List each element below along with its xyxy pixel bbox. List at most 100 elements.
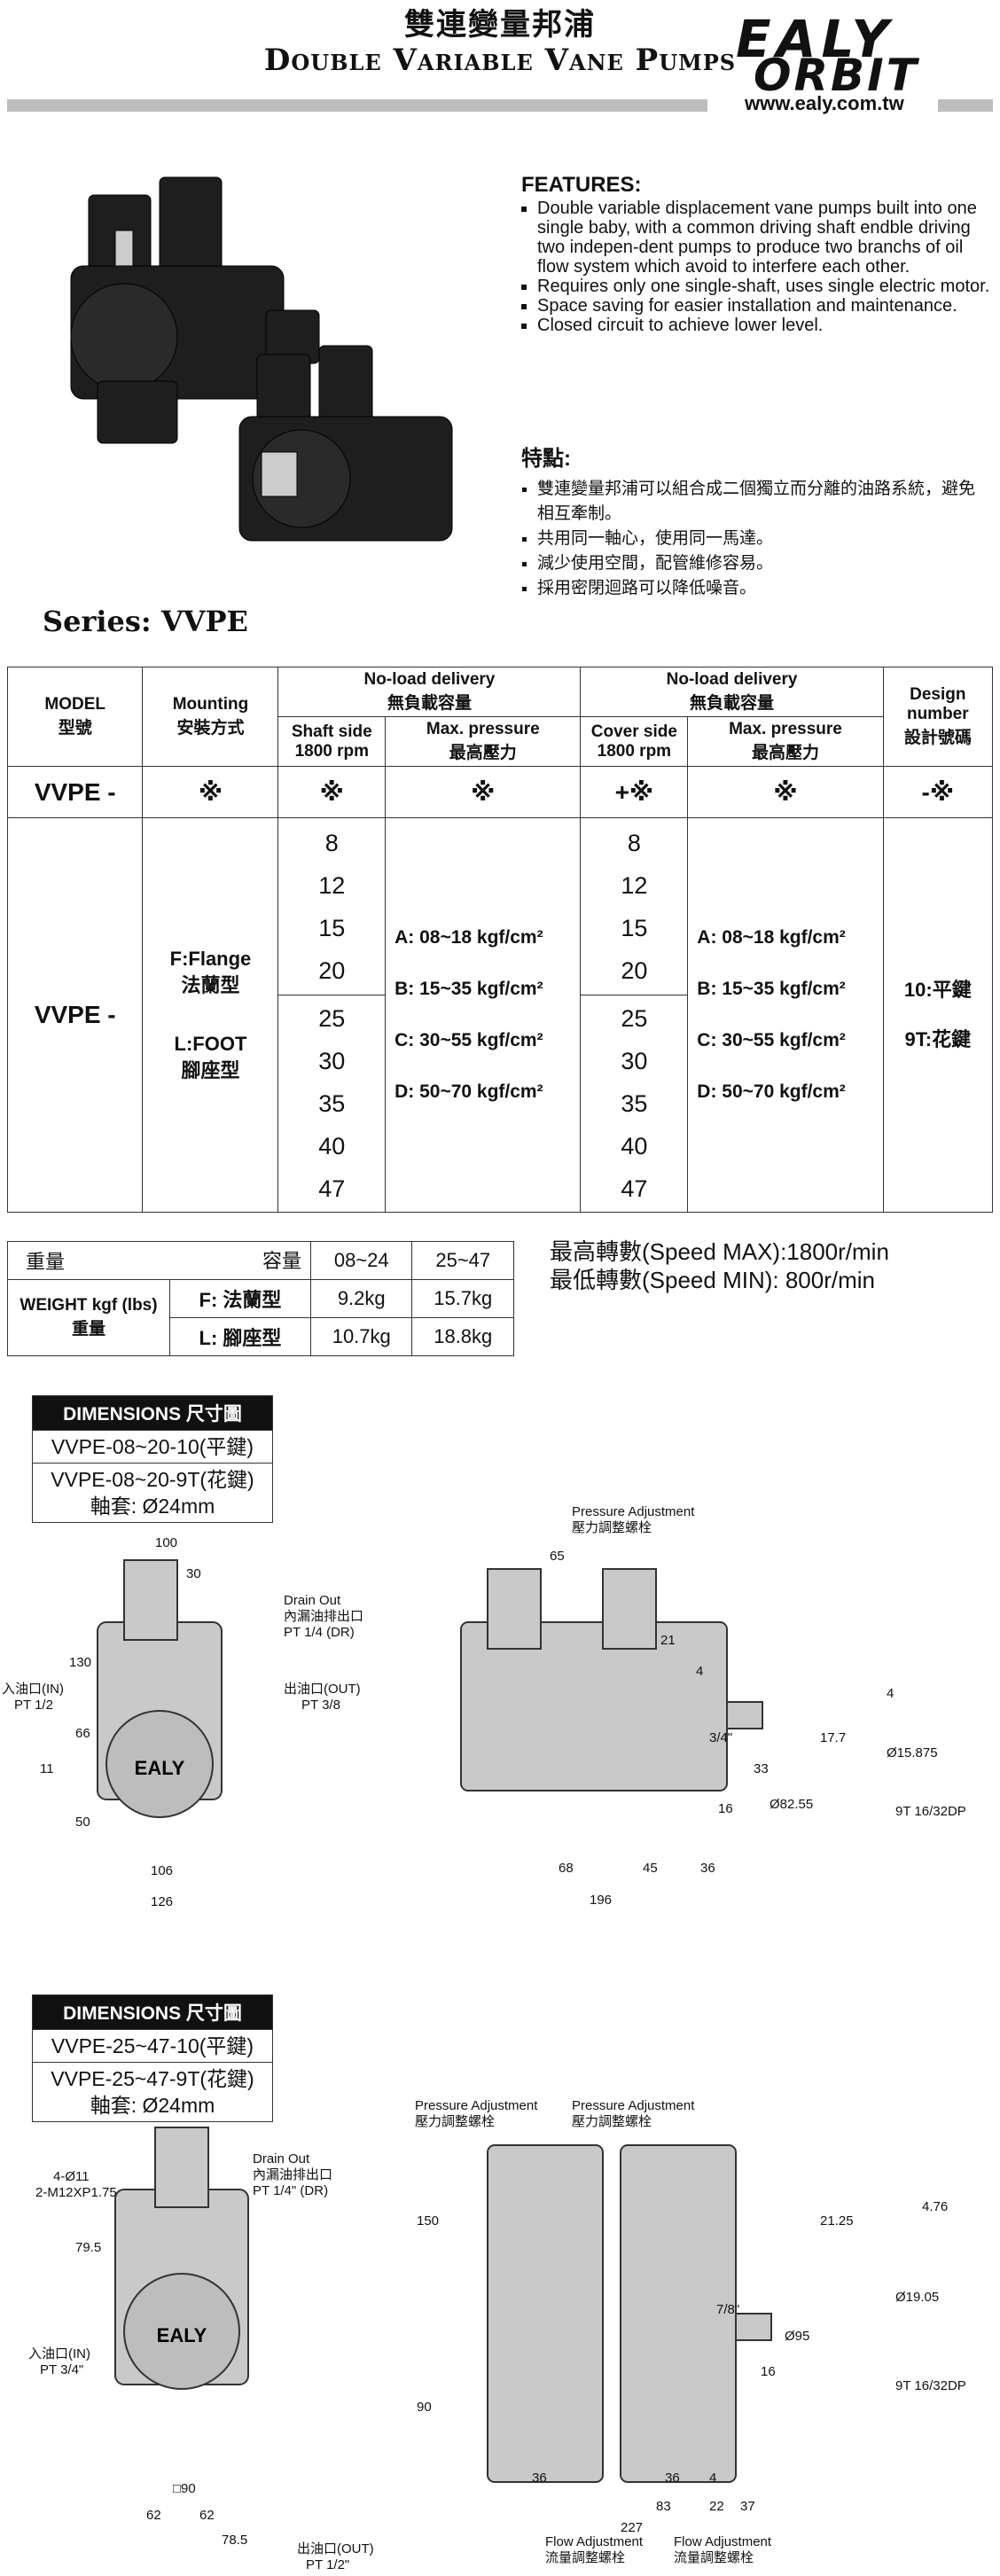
shaft-size: 25 xyxy=(318,1005,346,1032)
dim1-dim: 68 xyxy=(559,1861,574,1876)
design-10: 10:平鍵 xyxy=(903,979,972,1001)
dim2-holes: 4-Ø11 xyxy=(53,2169,90,2184)
dim1-dim: 17.7 xyxy=(820,1730,846,1745)
dim1-dim: 45 xyxy=(643,1861,658,1876)
dim2-dim: Ø95 xyxy=(785,2329,809,2344)
speed-min: 最低轉數(Speed MIN): 800r/min xyxy=(550,1267,875,1293)
code-cell: -※ xyxy=(882,766,994,818)
dim1-head: DIMENSIONS 尺寸圖 xyxy=(33,1396,272,1430)
product-photo xyxy=(70,176,453,542)
dim2-flow-adj: Flow Adjustment xyxy=(545,2534,644,2549)
dim2-pressure-adj-b: Pressure Adjustment xyxy=(572,2098,695,2113)
dim2-dim: 16 xyxy=(761,2364,776,2379)
dim1-dim: 65 xyxy=(550,1549,565,1564)
weight-zh: 重量 xyxy=(26,1251,66,1273)
cover-size: 12 xyxy=(621,871,648,899)
capacity-zh: 容量 xyxy=(262,1250,301,1272)
dim1-dim: 196 xyxy=(590,1893,612,1908)
col-rpm-2: 1800 rpm xyxy=(597,741,672,761)
dim2-brand: EALY xyxy=(157,2324,207,2346)
design-9t: 9T:花鍵 xyxy=(904,1028,972,1050)
dim1-dim: 4 xyxy=(887,1686,894,1701)
cover-size: 20 xyxy=(621,956,648,984)
pressure-range: D: 50~70 kgf/cm² xyxy=(395,1081,543,1102)
dim1-dim: 30 xyxy=(186,1566,201,1581)
code-cell: +※ xyxy=(580,766,689,818)
col-noload-2-zh: 無負載容量 xyxy=(690,694,775,713)
dim2-pressure-adj-zh-b: 壓力調整螺栓 xyxy=(572,2114,652,2129)
dim2-inlet: 入油口(IN) xyxy=(28,2346,90,2361)
weight-value: 18.8kg xyxy=(411,1317,514,1356)
col-maxp-1-zh: 最高壓力 xyxy=(449,744,517,762)
dim2-head: DIMENSIONS 尺寸圖 xyxy=(33,1995,272,2029)
col-noload-2: No-load delivery xyxy=(666,670,798,689)
code-cell: ※ xyxy=(385,766,582,818)
mount-flange: F:Flange xyxy=(169,948,252,970)
features-heading: FEATURES: xyxy=(521,173,642,197)
col-shaft-side: Shaft side xyxy=(291,722,372,741)
cover-size: 15 xyxy=(621,914,648,941)
dim1-pressure-adj-zh: 壓力調整螺栓 xyxy=(572,1520,652,1535)
feature-item: Space saving for easier installation and… xyxy=(537,296,991,316)
cover-size: 47 xyxy=(621,1175,648,1202)
dim1-dim: Ø82.55 xyxy=(770,1797,813,1812)
dim1-dim: 50 xyxy=(75,1815,90,1830)
shaft-size: 30 xyxy=(318,1048,346,1074)
dim1-dim: 126 xyxy=(151,1894,173,1909)
pressure-range: A: 08~18 kgf/cm² xyxy=(395,927,543,948)
dim2-flow-adj-b: Flow Adjustment xyxy=(674,2534,772,2549)
dim2-dim: 4 xyxy=(709,2471,716,2486)
dim1-dim: 16 xyxy=(718,1801,733,1816)
mount-flange-zh: 法蘭型 xyxy=(181,974,240,996)
code-cell: ※ xyxy=(687,766,884,818)
shaft-size: 40 xyxy=(318,1133,346,1159)
feature-item: Requires only one single-shaft, uses sin… xyxy=(537,277,991,296)
pump-image-large xyxy=(70,176,320,444)
title-en: Double Variable Vane Pumps xyxy=(263,43,737,78)
dim2-flow-adj-zh-b: 流量調整螺栓 xyxy=(674,2550,754,2565)
dim2-dim: 22 xyxy=(709,2499,724,2514)
header-rule-right xyxy=(938,99,993,112)
col-noload-1: No-load delivery xyxy=(363,670,496,689)
dim2-flow-adj-zh: 流量調整螺栓 xyxy=(545,2550,625,2565)
weight-col: 25~47 xyxy=(411,1241,514,1280)
dim2-box: DIMENSIONS 尺寸圖 VVPE-25~47-10(平鍵) VVPE-25… xyxy=(32,1994,273,2122)
pressure-range: A: 08~18 kgf/cm² xyxy=(697,927,846,948)
weight-label: WEIGHT kgf (lbs) xyxy=(20,1296,158,1315)
dim1-outlet: 出油口(OUT) xyxy=(284,1682,361,1697)
speed-info: 最高轉數(Speed MAX):1800r/min 最低轉數(Speed MIN… xyxy=(550,1237,889,1294)
dim1-outlet-size: PT 3/8 xyxy=(301,1698,340,1713)
model-value: VVPE - xyxy=(6,817,144,1213)
cover-size: 35 xyxy=(621,1090,648,1117)
weight-l-label: L: 腳座型 xyxy=(169,1317,311,1356)
feature-item: Double variable displacement vane pumps … xyxy=(537,199,991,277)
dim2-model-b: VVPE-25~47-9T(花鍵) xyxy=(51,2067,254,2090)
dim2-dim: Ø19.05 xyxy=(895,2290,939,2305)
pump-image-small xyxy=(238,345,453,542)
col-rpm-1: 1800 rpm xyxy=(294,741,370,761)
website-link[interactable]: www.ealy.com.tw xyxy=(745,92,904,114)
dim1-pressure-adj: Pressure Adjustment xyxy=(572,1504,695,1519)
dim1-dim: 3/4" xyxy=(709,1730,732,1745)
dim2-dim: 79.5 xyxy=(75,2240,101,2255)
dim2-shaft: 軸套: Ø24mm xyxy=(90,2094,215,2117)
dim1-drain: Drain Out xyxy=(284,1593,341,1608)
logo-ealy: EALY xyxy=(736,9,895,69)
mount-foot-zh: 腳座型 xyxy=(181,1059,240,1081)
weight-table: 重量容量 08~24 25~47 WEIGHT kgf (lbs)重量 F: 法… xyxy=(7,1241,514,1356)
dim2-dim: 78.5 xyxy=(222,2533,247,2548)
weight-value: 15.7kg xyxy=(411,1279,514,1318)
weight-label-zh: 重量 xyxy=(71,1320,105,1339)
dim2-dim: 62 xyxy=(146,2508,161,2523)
col-noload-1-zh: 無負載容量 xyxy=(387,694,472,713)
series-title: Series: VVPE xyxy=(43,605,248,638)
dim2-outlet-size: PT 1/2" xyxy=(306,2557,349,2572)
code-cell: ※ xyxy=(142,766,279,818)
weight-col: 08~24 xyxy=(309,1241,413,1280)
shaft-size: 20 xyxy=(318,956,346,984)
features-zh-heading: 特點: xyxy=(521,447,571,471)
col-mounting-zh: 安裝方式 xyxy=(176,719,245,738)
pressure-range: D: 50~70 kgf/cm² xyxy=(697,1081,846,1102)
col-model: MODEL xyxy=(44,695,106,714)
